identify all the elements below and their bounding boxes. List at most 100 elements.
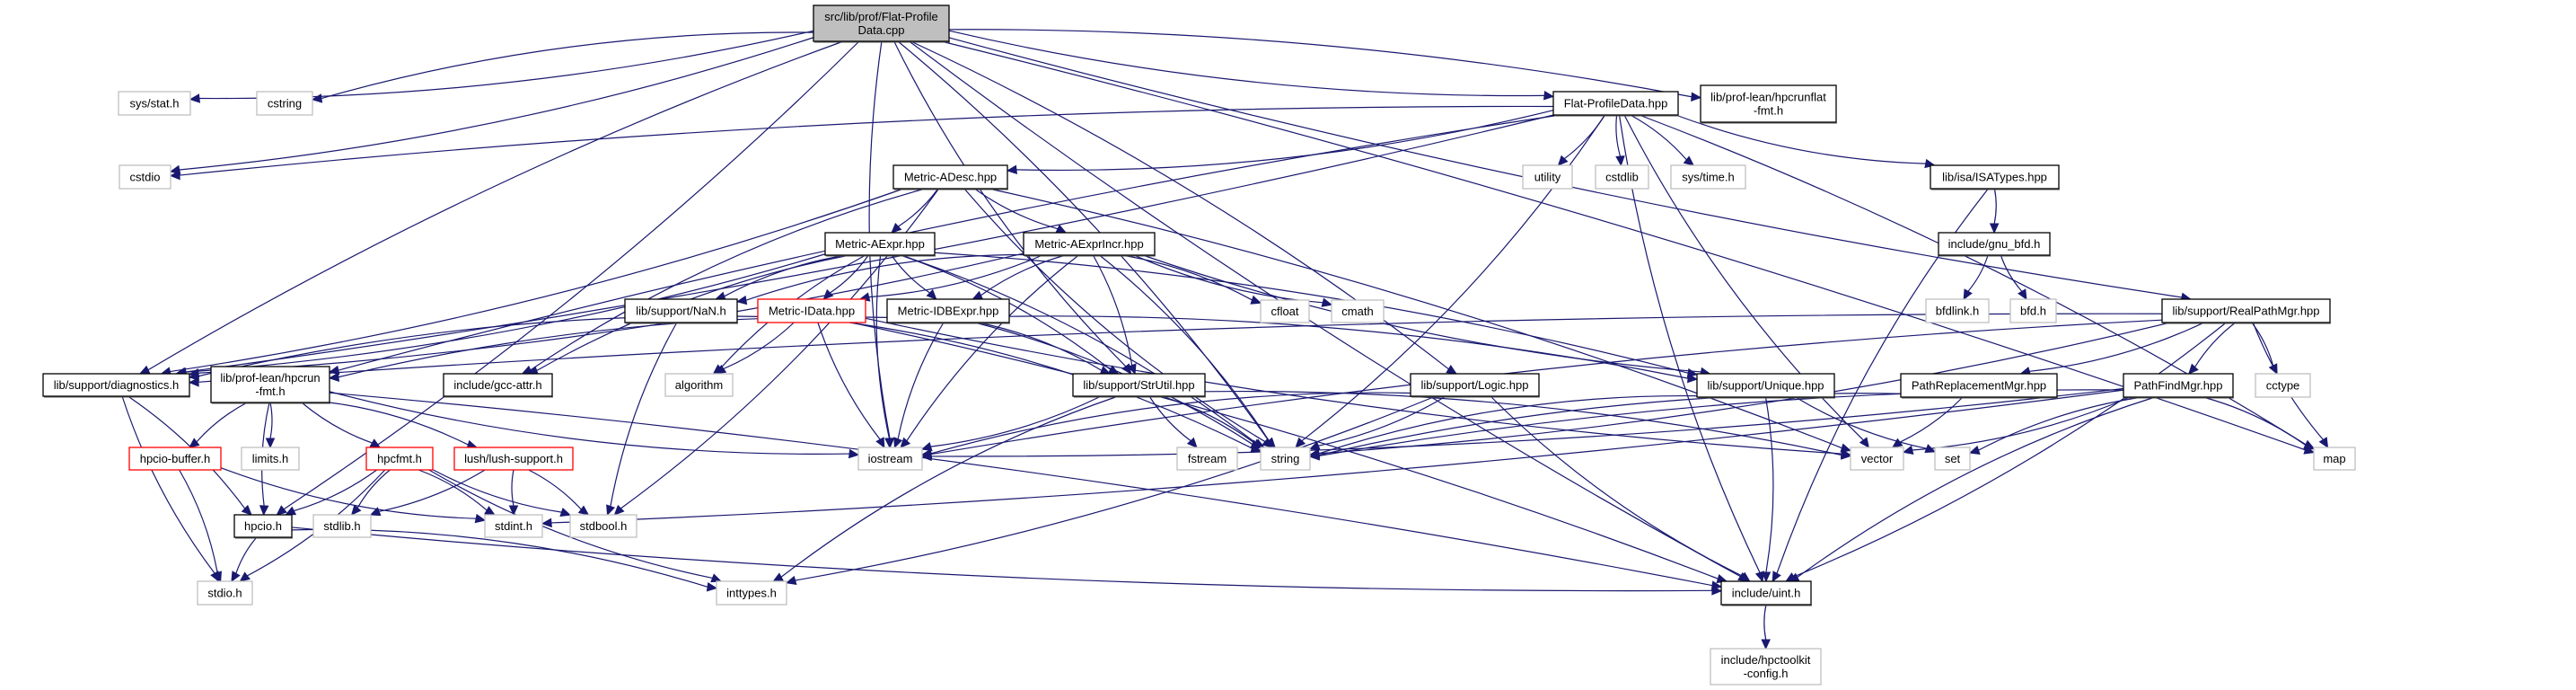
node-box [1260,299,1310,323]
graph-node-flathpp[interactable]: Flat-ProfileData.hpp [1552,91,1679,117]
node-label: Data.cpp [857,23,904,37]
graph-node-cstring: cstring [256,91,313,116]
arrowhead-icon [213,571,222,583]
graph-node-hpcfmt[interactable]: hpcfmt.h [365,447,434,471]
graph-node-lush[interactable]: lush/lush-support.h [453,447,574,471]
graph-node-limits: limits.h [241,447,300,471]
node-box [42,373,190,397]
node-box [443,373,553,397]
arrowhead-icon [735,295,748,305]
graph-node-pathrepl[interactable]: PathReplacementMgr.hpp [1900,373,2058,399]
graph-node-aexprincr[interactable]: Metric-AExprIncr.hpp [1023,232,1156,257]
graph-node-unique[interactable]: lib/support/Unique.hpp [1696,373,1835,399]
graph-node-gnubfd[interactable]: include/gnu_bfd.h [1938,232,2051,257]
node-label: Metric-AExpr.hpp [835,237,925,251]
graph-node-hpcrunfmt[interactable]: lib/prof-lean/hpcrun-fmt.h [210,366,330,404]
arrowhead-icon [259,505,269,517]
node-box [453,447,574,471]
graph-node-pathfind[interactable]: PathFindMgr.hpp [2123,373,2234,399]
edge-realpath-to-pathfind [2194,322,2237,367]
graph-node-sysstat: sys/stat.h [118,91,191,116]
arrowhead-icon [1968,445,1981,455]
node-label: cfloat [1270,305,1298,318]
graph-node-idbexpr[interactable]: Metric-IDBExpr.hpp [886,298,1010,324]
graph-node-logic[interactable]: lib/support/Logic.hpp [1410,373,1540,398]
graph-node-stdint: stdint.h [484,514,543,538]
edge-root-to-map [941,40,2306,451]
graph-node-realpath[interactable]: lib/support/RealPathMgr.hpp [2161,298,2331,324]
arrowhead-icon [1691,92,1702,102]
edge-aexprincr-to-string [1099,254,1270,441]
edge-hpcrunfmt-to-limits [269,402,273,439]
edge-hpcfmt-to-stdint [418,469,488,511]
edge-unique-to-set [1795,396,1927,449]
node-label: string [1271,452,1300,465]
edge-logic-to-uint [1490,395,1743,577]
edge-root-to-diag [147,40,844,371]
graph-node-adesc[interactable]: Metric-ADesc.hpp [892,164,1008,190]
edge-aexprincr-to-nan [745,253,1024,301]
node-label: sys/stat.h [130,97,180,111]
arrowhead-icon [772,572,784,582]
node-box [664,373,734,397]
graph-node-diag[interactable]: lib/support/diagnostics.h [42,373,190,398]
edge-aexprincr-to-diag [198,252,1024,374]
arrowhead-icon [1859,437,1870,448]
edge-root-to-flathpp [948,30,1545,97]
edge-aexpr-to-idbexpr [891,254,930,294]
arrowhead-icon [189,438,200,448]
node-box [1938,232,2051,256]
arrowhead-icon [1963,288,1973,301]
edge-idbexpr-to-unique [1008,315,1689,379]
edge-aexprincr-to-idbexpr [980,254,1066,296]
graph-node-root[interactable]: src/lib/prof/Flat-ProfileData.cpp [813,4,950,43]
node-label: Metric-IDBExpr.hpp [898,305,999,318]
node-box [1072,373,1206,397]
edge-gnubfd-to-bfd [2000,254,2023,292]
node-label: stdbool.h [580,519,628,533]
node-box [824,232,936,256]
graph-node-isatypes[interactable]: lib/isa/ISATypes.hpp [1930,164,2060,190]
node-box [118,91,191,116]
arrowhead-icon [613,504,625,516]
arrowhead-icon [920,441,933,452]
edge-pathfind-to-vector [1912,396,2131,451]
arrowhead-icon [541,518,552,528]
node-box [241,447,300,471]
node-label: src/lib/prof/Flat-Profile [824,10,937,23]
arrowhead-icon [328,372,340,382]
graph-node-hpciobuf[interactable]: hpcio-buffer.h [128,447,222,471]
edge-strutil-to-iostream [930,395,1102,447]
edge-idbexpr-to-string [974,322,1253,445]
edge-hpcio-to-uint [291,526,1713,592]
graph-node-fstream: fstream [1176,447,1238,471]
arrowhead-icon [1989,223,2000,234]
graph-node-hpcrunflat[interactable]: lib/prof-lean/hpcrunflat-fmt.h [1700,84,1837,124]
arrowhead-icon [1543,91,1555,101]
edge-hpciobuf-to-stdint [220,467,477,519]
edge-isatypes-to-gnubfd [1993,188,1997,225]
edge-aexprincr-to-unique [1142,254,1701,373]
arrowhead-icon [1683,155,1695,166]
arrowhead-icon [1308,441,1321,450]
graph-node-nan[interactable]: lib/support/NaN.h [624,298,738,324]
node-label: cmath [1341,305,1373,318]
edge-realpath-to-iostream [930,319,2163,456]
edge-aexprincr-to-strutil [1092,254,1133,366]
graph-node-hpcio[interactable]: hpcio.h [233,514,293,539]
graph-node-gccattr[interactable]: include/gcc-attr.h [443,373,553,398]
graph-node-aexpr[interactable]: Metric-AExpr.hpp [824,232,936,257]
edge-lush-to-stdbool [528,469,582,510]
graph-node-idata[interactable]: Metric-IData.hpp [757,298,866,323]
node-box [1410,373,1540,397]
arrowhead-icon [188,377,199,387]
graph-node-strutil[interactable]: lib/support/StrUtil.hpp [1072,373,1206,398]
edge-realpath-to-diag [198,313,2163,383]
node-label: inttypes.h [726,587,777,600]
edge-idata-to-uint [850,322,1719,579]
edge-pathfind-to-uint [1797,396,2156,578]
edge-uint-to-hpctkconfig [1763,604,1767,641]
edge-hpcio-to-inttypes [291,528,708,588]
edge-idata-to-vector [865,317,1842,455]
graph-node-uint[interactable]: include/uint.h [1720,580,1812,606]
